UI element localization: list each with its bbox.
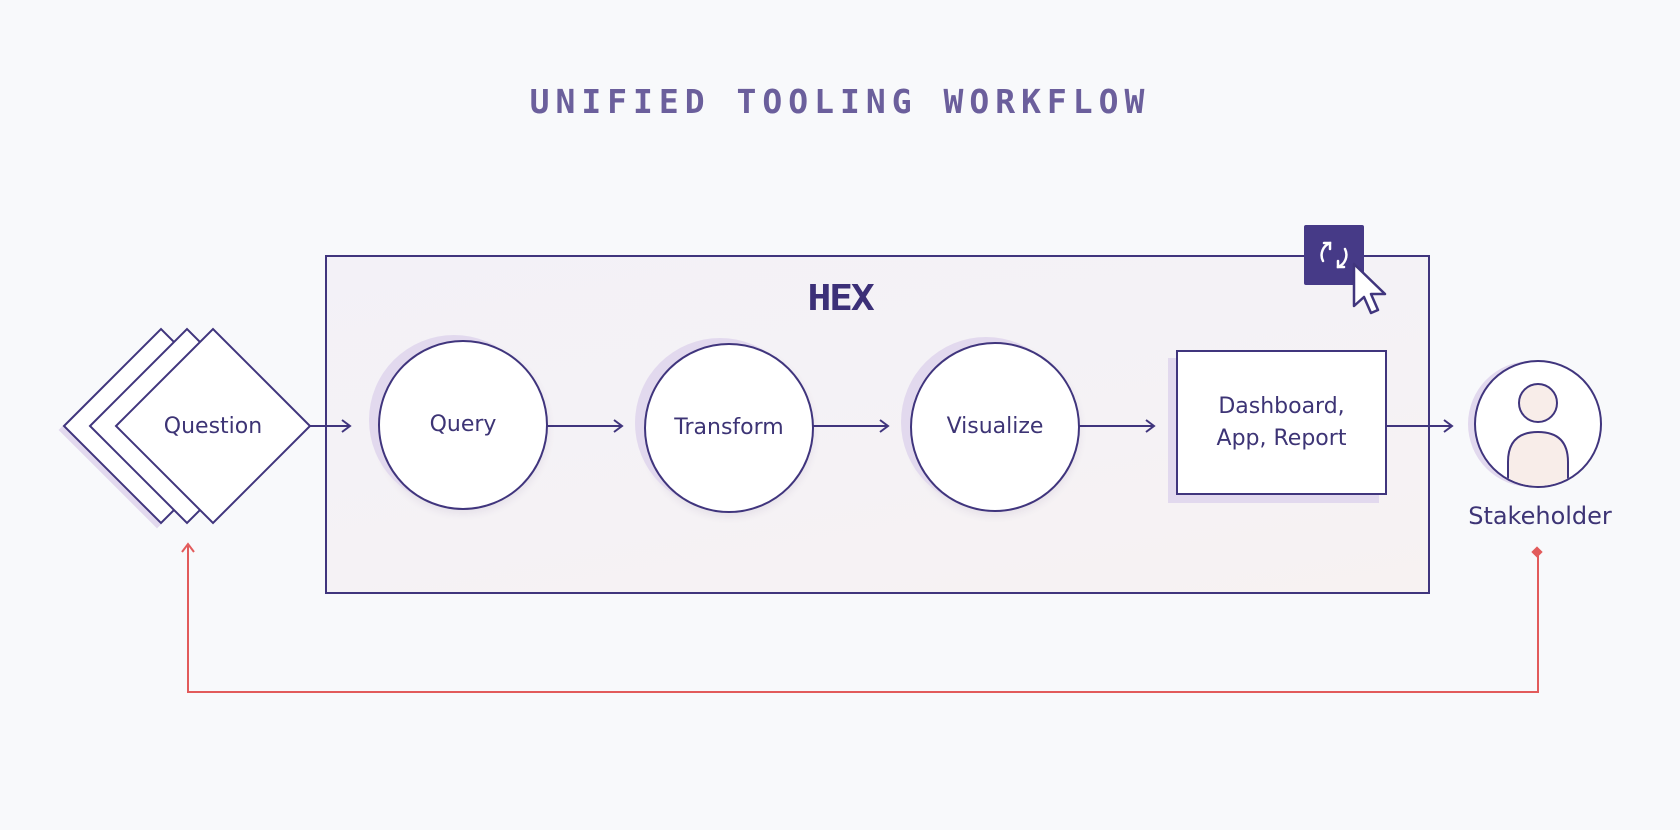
query-node: Query <box>378 340 548 510</box>
arrowhead-visualize-output <box>1145 419 1156 433</box>
visualize-node: Visualize <box>910 342 1080 512</box>
transform-label: Transform <box>674 415 784 440</box>
output-label: Dashboard, App, Report <box>1217 391 1347 455</box>
output-label-line-1: Dashboard, <box>1218 393 1345 419</box>
diagram-title: UNIFIED TOOLING WORKFLOW <box>529 82 1151 121</box>
arrowhead-output-stakeholder <box>1443 419 1454 433</box>
feedback-loop-start-marker <box>1531 546 1543 558</box>
refresh-icon <box>1320 241 1348 269</box>
feedback-loop-line <box>187 546 1539 693</box>
person-icon <box>1507 383 1569 486</box>
stakeholder-avatar <box>1468 360 1602 488</box>
arrowhead-query-transform <box>613 419 624 433</box>
arrowhead-transform-visualize <box>879 419 890 433</box>
stakeholder-label: Stakeholder <box>1468 502 1612 530</box>
visualize-label: Visualize <box>946 414 1044 439</box>
transform-node: Transform <box>644 343 814 513</box>
cursor-arrow-icon <box>1352 262 1387 315</box>
question-label: Question <box>163 414 263 439</box>
stakeholder-avatar-circle <box>1474 360 1602 488</box>
feedback-loop-arrowhead <box>181 542 195 553</box>
hex-logo: HEX <box>807 278 875 319</box>
output-label-line-2: App, Report <box>1216 425 1347 451</box>
output-node: Dashboard, App, Report <box>1176 350 1387 495</box>
query-label: Query <box>429 412 497 437</box>
arrowhead-question-query <box>341 419 352 433</box>
question-diamond-stack <box>62 327 312 525</box>
